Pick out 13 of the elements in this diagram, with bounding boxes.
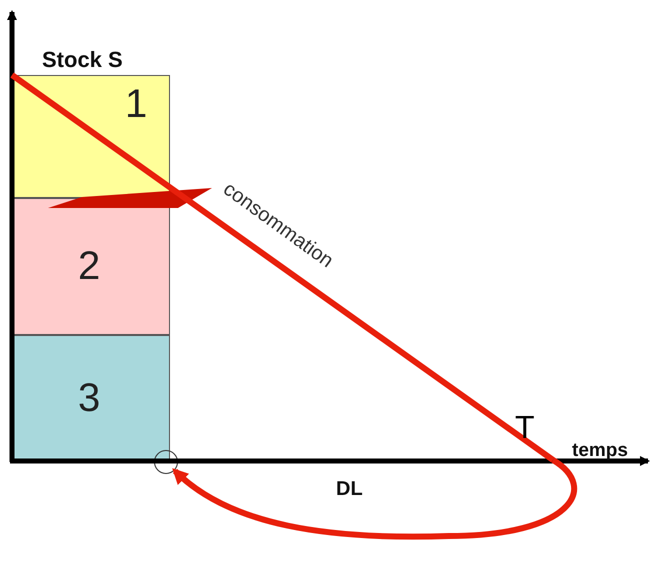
stock-band [12, 198, 170, 335]
stock-band [12, 335, 170, 460]
axis-title: Stock S [42, 47, 123, 73]
consumption-line [10, 72, 555, 462]
curved-arrow [172, 458, 577, 540]
axis-title: temps [572, 440, 628, 462]
edge-label: DL [336, 478, 363, 501]
stock-band [12, 75, 170, 198]
zone-number: 3 [78, 376, 100, 421]
zone-number: 2 [78, 244, 100, 289]
zone-number: 1 [125, 82, 148, 127]
origin-circle [154, 450, 178, 474]
point-label: T [515, 410, 555, 460]
